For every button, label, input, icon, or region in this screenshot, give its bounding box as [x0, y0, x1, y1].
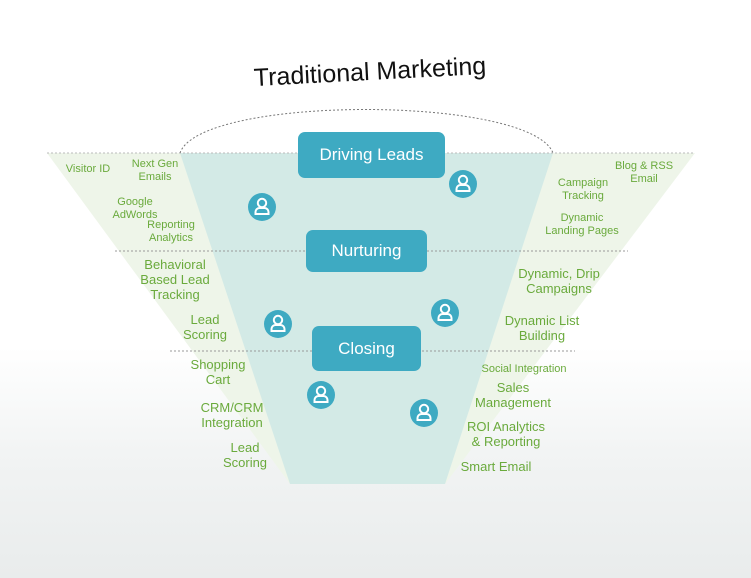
user-icon [307, 381, 335, 409]
user-icon [410, 399, 438, 427]
user-icon [431, 299, 459, 327]
label: Smart Email [460, 459, 532, 474]
user-icon [248, 193, 276, 221]
stage-closing: Closing [312, 326, 421, 371]
label: Social Integration [481, 363, 567, 375]
stage-driving-leads: Driving Leads [298, 132, 445, 178]
label: Visitor ID [65, 163, 111, 175]
dashed-arc [179, 109, 554, 154]
stage-nurturing: Nurturing [306, 230, 427, 272]
user-icon [264, 310, 292, 338]
inner-funnel [180, 153, 553, 484]
user-icon [449, 170, 477, 198]
label: ROI Analytics& Reporting [466, 419, 546, 449]
